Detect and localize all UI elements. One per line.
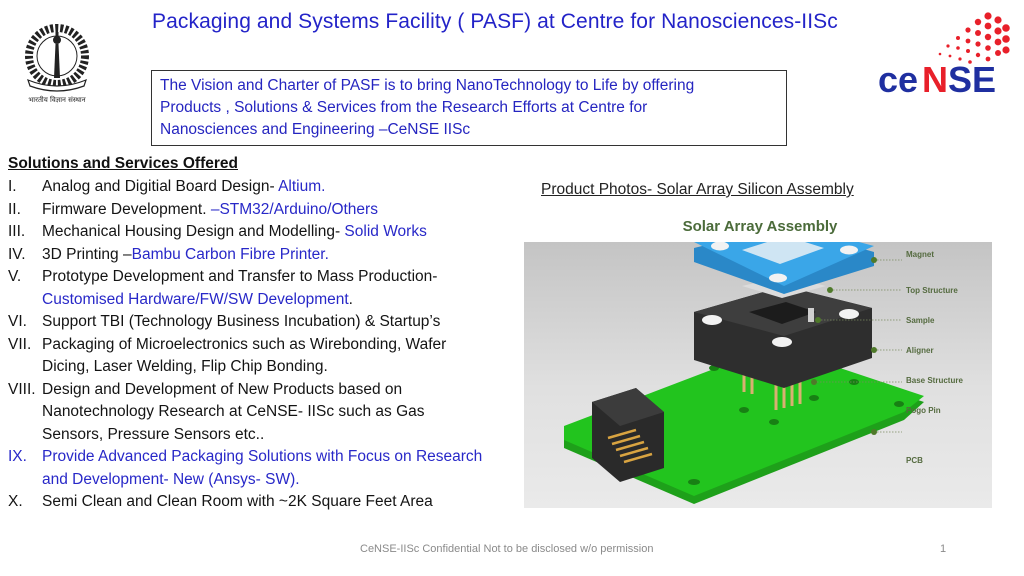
service-number: I. — [8, 178, 17, 195]
service-text: Design and Development of New Products b… — [42, 380, 425, 443]
services-list: I. Analog and Digitial Board Design- Alt… — [8, 176, 508, 514]
service-tool: –STM32/Arduino/Others — [210, 200, 378, 218]
service-text: Firmware Development. — [42, 200, 211, 218]
service-number: VIII. — [8, 380, 36, 398]
service-text: Analog and Digitial Board Design- — [42, 178, 279, 195]
vision-statement-box: The Vision and Charter of PASF is to bri… — [151, 70, 787, 146]
callout-label: Top Structure — [906, 286, 958, 295]
service-text: 3D Printing – — [42, 245, 132, 263]
svg-text:SE: SE — [948, 59, 996, 100]
svg-text:भारतीय विज्ञान संस्थान: भारतीय विज्ञान संस्थान — [28, 95, 85, 104]
service-number: II. — [8, 200, 21, 218]
callout-label: PCB — [906, 456, 923, 465]
service-item: III. Mechanical Housing Design and Model… — [8, 221, 508, 244]
callout-label: Aligner — [906, 346, 934, 355]
service-tool: Solid Works — [344, 223, 427, 240]
svg-text:N: N — [922, 59, 948, 100]
iisc-logo: भारतीय विज्ञान संस्थान — [14, 20, 100, 106]
iisc-emblem-icon: भारतीय विज्ञान संस्थान — [25, 24, 89, 104]
callout-label: Base Structure — [906, 376, 963, 385]
svg-text:ce: ce — [878, 59, 918, 100]
callout-label: Pogo Pin — [906, 406, 941, 415]
page-title: Packaging and Systems Facility ( PASF) a… — [152, 10, 838, 33]
service-text: Semi Clean and Clean Room with ~2K Squar… — [42, 493, 433, 510]
product-photos-heading: Product Photos- Solar Array Silicon Asse… — [541, 181, 854, 198]
service-item: IV. 3D Printing –Bambu Carbon Fibre Prin… — [8, 244, 508, 267]
cense-logo-icon: ce N SE — [878, 12, 1010, 100]
service-number: III. — [8, 223, 26, 240]
service-number: VI. — [8, 313, 27, 330]
vision-line: The Vision and Charter of PASF is to bri… — [160, 77, 695, 94]
service-text: Packaging of Microelectronics such as Wi… — [42, 335, 447, 376]
page-number: 1 — [940, 543, 947, 555]
service-item: V. Prototype Development and Transfer to… — [8, 266, 508, 311]
service-text: Mechanical Housing Design and Modelling- — [42, 223, 345, 240]
confidential-footer: CeNSE-IISc Confidential Not to be disclo… — [360, 543, 654, 555]
service-number: VII. — [8, 335, 32, 353]
vision-line: Products , Solutions & Services from the… — [160, 99, 648, 116]
service-item: I. Analog and Digitial Board Design- Alt… — [8, 176, 508, 199]
service-suffix: . — [348, 290, 353, 308]
service-item: II. Firmware Development. –STM32/Arduino… — [8, 199, 508, 222]
service-item: VII. Packaging of Microelectronics such … — [8, 334, 482, 379]
image-title: Solar Array Assembly — [682, 218, 838, 235]
service-item: VIII. Design and Development of New Prod… — [8, 379, 482, 447]
service-number: IX. — [8, 448, 27, 465]
service-tool: Customised Hardware/FW/SW Development — [42, 290, 349, 308]
vision-line: Nanosciences and Engineering –CeNSE IISc — [160, 121, 471, 138]
service-number: IV. — [8, 245, 26, 263]
exploded-assembly-icon — [564, 242, 924, 504]
service-tool: Altium. — [278, 178, 326, 195]
service-item: X. Semi Clean and Clean Room with ~2K Sq… — [8, 491, 508, 514]
callout-label: Magnet — [906, 250, 934, 259]
service-item: VI. Support TBI (Technology Business Inc… — [8, 311, 508, 334]
services-heading: Solutions and Services Offered — [8, 155, 238, 172]
service-number: X. — [8, 493, 23, 510]
assembly-render: Magnet Top Structure Sample Aligner Base… — [524, 242, 992, 508]
service-item: IX. Provide Advanced Packaging Solutions… — [8, 446, 497, 491]
cense-logo: ce N SE — [876, 8, 1022, 100]
service-text: Provide Advanced Packaging Solutions wit… — [42, 448, 483, 488]
service-text: Support TBI (Technology Business Incubat… — [42, 313, 441, 330]
callout-label: Sample — [906, 316, 935, 325]
service-tool: Bambu Carbon Fibre Printer. — [131, 245, 329, 263]
service-number: V. — [8, 268, 22, 285]
solar-array-assembly-image: Solar Array Assembly — [524, 212, 996, 508]
service-text: Prototype Development and Transfer to Ma… — [42, 268, 438, 285]
